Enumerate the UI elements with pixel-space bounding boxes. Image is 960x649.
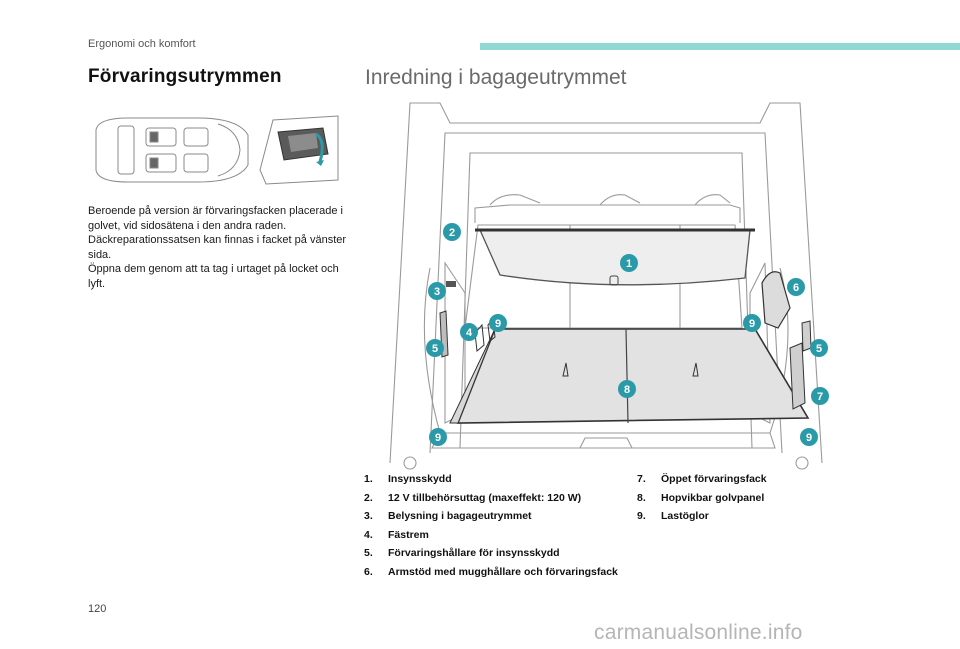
- watermark: carmanualsonline.info: [594, 621, 803, 644]
- callout-9-mid-right: 9: [743, 314, 761, 332]
- callout-1: 1: [620, 254, 638, 272]
- legend-number: 9.: [637, 510, 646, 522]
- callout-6-label: 6: [793, 282, 799, 294]
- section-header: Ergonomi och komfort: [88, 38, 196, 50]
- cargo-cover: [478, 229, 751, 286]
- callout-4-label: 4: [466, 327, 473, 339]
- storage-description: Beroende på version är förvaringsfacken …: [88, 204, 350, 292]
- storage-heading: Förvaringsutrymmen: [88, 66, 282, 87]
- legend-text: Lastöglor: [661, 510, 709, 522]
- legend-text: Belysning i bagageutrymmet: [388, 510, 532, 522]
- legend-number: 5.: [364, 547, 373, 559]
- callout-9-bottom-left: 9: [429, 428, 447, 446]
- legend-left: 1. Insynsskydd 2. 12 V tillbehörsuttag (ma…: [364, 473, 619, 584]
- legend-number: 3.: [364, 510, 373, 522]
- callout-4: 4: [460, 323, 478, 341]
- legend-number: 6.: [364, 565, 373, 578]
- paragraph-opening: Öppna dem genom att ta tag i urtaget på …: [88, 263, 339, 290]
- callout-8: 8: [618, 380, 636, 398]
- legend-number: 7.: [637, 473, 646, 485]
- trunk-illustration: 1 2 3 4 5 6 5 7 8 9 9 9 9: [389, 102, 829, 470]
- legend-item: 3. Belysning i bagageutrymmet: [364, 510, 619, 523]
- storage-thumbnail-illustration: [95, 110, 343, 190]
- legend-item: 5. Förvaringshållare för insynsskydd: [364, 547, 619, 560]
- paragraph-location: Beroende på version är förvaringsfacken …: [88, 205, 343, 232]
- section-accent-bar: [480, 43, 960, 50]
- legend-text: Insynsskydd: [388, 473, 452, 485]
- callout-9-mid-left: 9: [489, 314, 507, 332]
- callout-9-mid-left-label: 9: [495, 318, 501, 330]
- legend-item: 7. Öppet förvaringsfack: [637, 473, 867, 486]
- legend-text: Förvaringshållare för insynsskydd: [388, 547, 560, 559]
- paragraph-repair-kit: Däckreparationssatsen kan finnas i facke…: [88, 234, 347, 261]
- callout-3: 3: [428, 282, 446, 300]
- legend-item: 6. Armstöd med mugghållare och förvarings…: [364, 566, 619, 579]
- legend-number: 8.: [637, 491, 646, 504]
- legend-text: Hopvikbar golvpanel: [661, 491, 765, 504]
- callout-9-bottom-right-label: 9: [806, 432, 812, 444]
- legend-text: Öppet förvaringsfack: [661, 473, 767, 485]
- legend-right: 7. Öppet förvaringsfack 8. Hopvikbar golvp…: [637, 473, 867, 529]
- callout-2: 2: [443, 223, 461, 241]
- callout-9-bottom-right: 9: [800, 428, 818, 446]
- legend-item: 2. 12 V tillbehörsuttag (maxeffekt: 120 W…: [364, 492, 619, 505]
- legend-item: 4. Fästrem: [364, 529, 619, 542]
- legend-text: Armstöd med mugghållare och förvaringsfa…: [388, 565, 618, 578]
- callout-1-label: 1: [626, 258, 632, 270]
- callout-2-label: 2: [449, 227, 455, 239]
- legend-text: 12 V tillbehörsuttag (maxeffekt: 120 W): [388, 491, 582, 504]
- legend-number: 2.: [364, 491, 373, 504]
- legend-item: 9. Lastöglor: [637, 510, 867, 523]
- callout-5-left: 5: [426, 339, 444, 357]
- legend-item: 8. Hopvikbar golvpanel: [637, 492, 867, 505]
- legend-number: 1.: [364, 473, 373, 485]
- callout-9-bottom-left-label: 9: [435, 432, 441, 444]
- page-number: 120: [88, 603, 107, 615]
- floor-panel: [456, 328, 810, 424]
- callout-3-label: 3: [434, 286, 440, 298]
- callout-9-mid-right-label: 9: [749, 318, 755, 330]
- callout-5-right: 5: [810, 339, 828, 357]
- callout-8-label: 8: [624, 384, 630, 396]
- floor-compartment-icon: [253, 110, 343, 190]
- callout-5-left-label: 5: [432, 343, 438, 355]
- car-topview-icon: [95, 117, 249, 183]
- legend-number: 4.: [364, 528, 373, 541]
- legend-text: Fästrem: [388, 528, 429, 541]
- legend-item: 1. Insynsskydd: [364, 473, 619, 486]
- callout-7: 7: [811, 387, 829, 405]
- callout-6: 6: [787, 278, 805, 296]
- trunk-heading: Inredning i bagageutrymmet: [365, 66, 627, 89]
- callout-7-label: 7: [817, 391, 823, 403]
- callout-5-right-label: 5: [816, 343, 822, 355]
